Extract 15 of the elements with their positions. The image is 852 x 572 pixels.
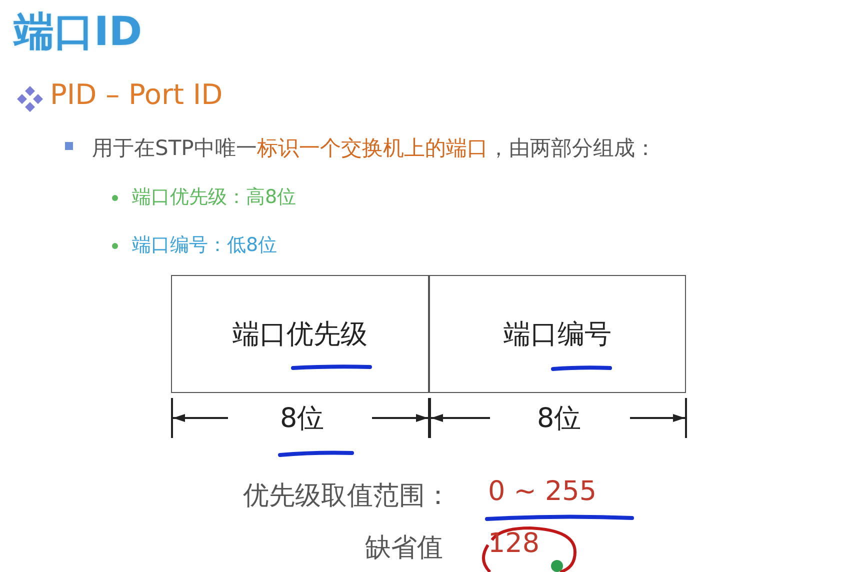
- bullet-heading: PID – Port ID: [50, 78, 223, 111]
- bullet-text: 用于在STP中唯一标识一个交换机上的端口，由两部分组成：: [92, 135, 656, 162]
- default-label: 缺省值: [365, 532, 443, 565]
- dimension-label: 8位: [280, 402, 324, 436]
- field-label: 端口优先级: [232, 318, 368, 352]
- bullet-text: 端口优先级：高8位: [132, 185, 296, 210]
- field-label: 端口编号: [504, 318, 612, 352]
- dimension-label: 8位: [537, 402, 582, 436]
- range-label: 优先级取值范围：: [243, 480, 451, 513]
- slide-title: 端口ID: [14, 8, 142, 57]
- bullet-text: 端口编号：低8位: [132, 233, 278, 258]
- field-box: [429, 275, 686, 393]
- default-value: 128: [488, 528, 540, 559]
- range-value: 0 ~ 255: [488, 476, 597, 507]
- field-box: [171, 275, 429, 393]
